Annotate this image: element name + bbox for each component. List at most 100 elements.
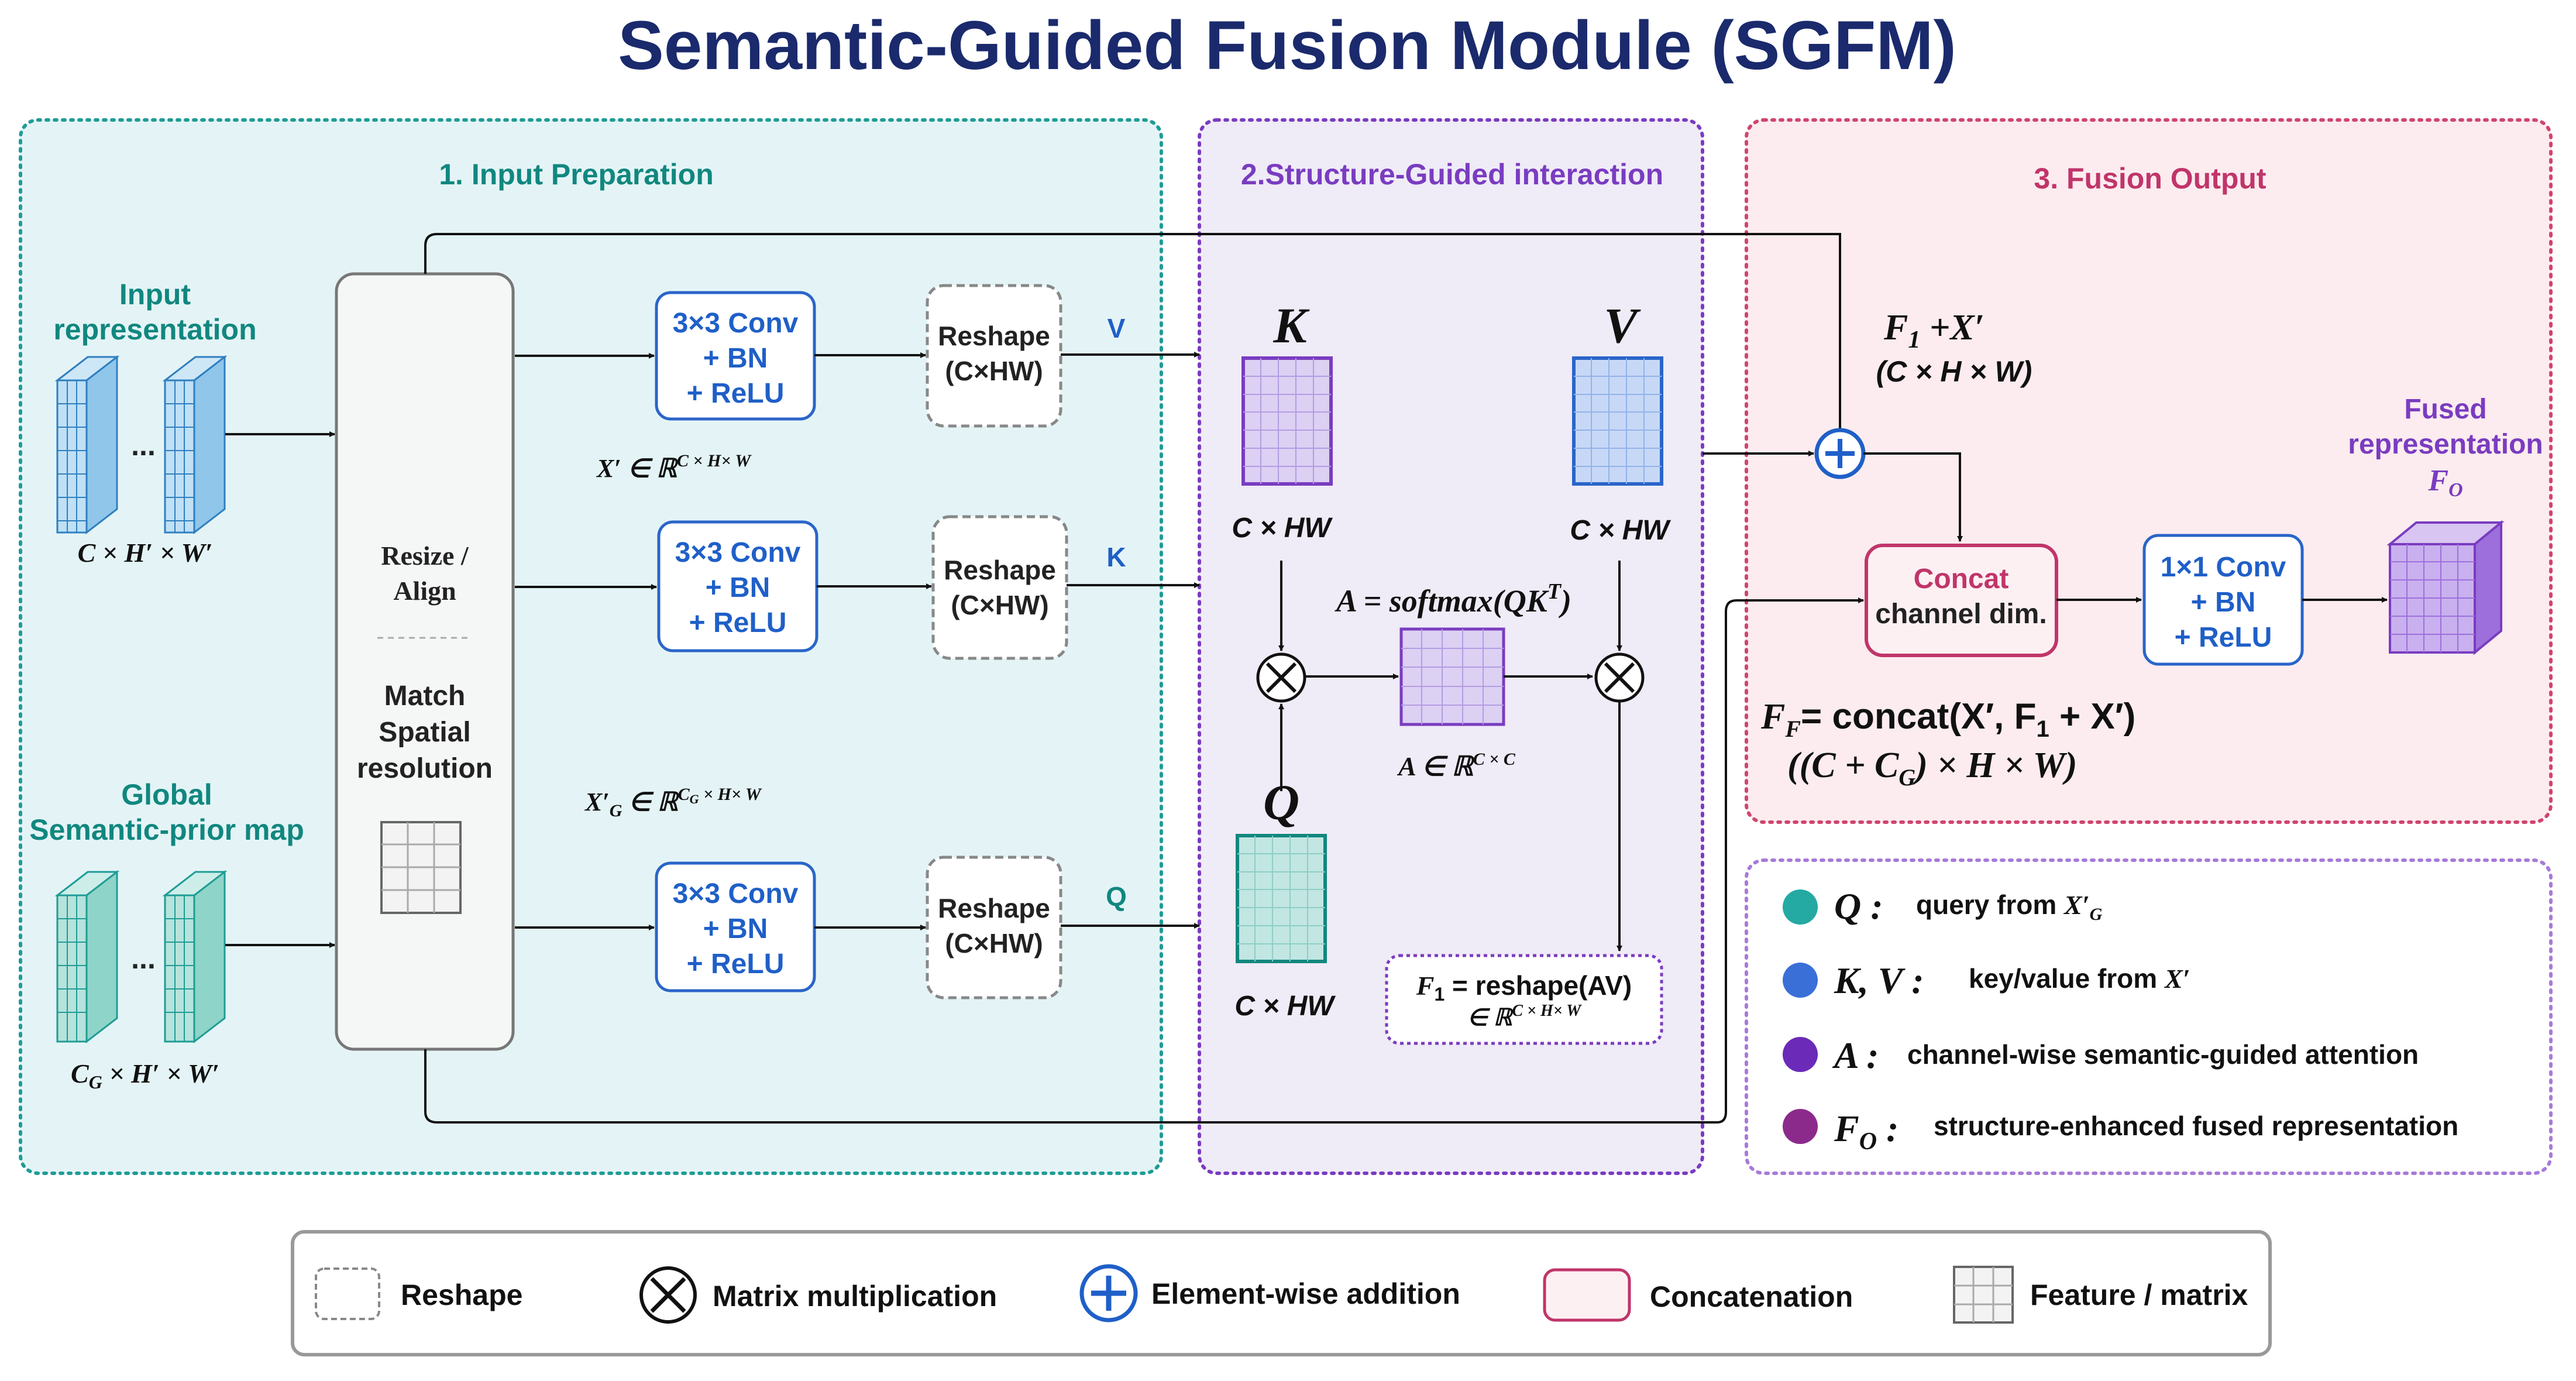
add-operator [1814, 428, 1866, 479]
input-feature-stack-1 [54, 355, 120, 535]
global-feature-stack-1 [54, 870, 120, 1044]
input-ellipsis: ... [131, 429, 156, 462]
k-matrix [1241, 356, 1333, 486]
diagram-title: Semantic-Guided Fusion Module (SGFM) [618, 7, 1956, 84]
global-label-line1: Global [121, 778, 212, 811]
attention-matrix [1399, 627, 1505, 726]
global-ellipsis: ... [131, 942, 156, 975]
svg-text:+ BN: + BN [703, 343, 768, 374]
sum-label: F1 +X′ [1883, 308, 1985, 353]
v-matrix-symbol: V [1604, 297, 1641, 353]
resize-label-line1: Resize / [381, 541, 469, 571]
input-rep-label-line2: representation [53, 313, 256, 346]
section-title-input-preparation: 1. Input Preparation [439, 158, 714, 191]
conv1x1-line3: + ReLU [2175, 622, 2272, 653]
fused-symbol: FO [2427, 464, 2462, 501]
f1-formula: F1 = reshape(AV) [1416, 970, 1632, 1005]
legend-add: Element-wise addition [1079, 1264, 1460, 1322]
svg-text:Matrix multiplication: Matrix multiplication [713, 1280, 997, 1313]
note-row-kv: K, V : key/value from X′ [1783, 960, 2190, 1001]
svg-text:+ ReLU: + ReLU [687, 378, 785, 409]
legend-reshape: Reshape [315, 1267, 522, 1320]
v-matrix [1572, 356, 1663, 486]
svg-text:Element-wise addition: Element-wise addition [1151, 1277, 1460, 1310]
svg-text:query from X′G: query from X′G [1916, 889, 2103, 924]
svg-text:(C×HW): (C×HW) [945, 356, 1043, 386]
f1-result-box [1385, 954, 1663, 1045]
svg-text:K, V :: K, V : [1834, 960, 1924, 1001]
svg-text:(C×HW): (C×HW) [951, 590, 1048, 620]
resize-grid-icon [380, 821, 462, 914]
conv1x1-line1: 1×1 Conv [2161, 552, 2286, 583]
concat-label-line1: Concat [1914, 564, 2009, 595]
fused-cube [2386, 520, 2505, 655]
svg-text:(C×HW): (C×HW) [945, 928, 1043, 959]
conv1x1-line2: + BN [2191, 587, 2256, 618]
note-row-fo: FO : structure-enhanced fused representa… [1783, 1108, 2458, 1155]
svg-text:+ ReLU: + ReLU [687, 949, 785, 980]
x-prime-label: X′ ∈ ℝC × H× W [596, 451, 752, 483]
input-rep-label-line1: Input [119, 278, 191, 311]
v-output-label: V [1108, 313, 1126, 343]
svg-text:+ BN: + BN [706, 572, 771, 603]
skip-line-input-to-add [424, 233, 1843, 437]
svg-text:Feature / matrix: Feature / matrix [2030, 1279, 2248, 1311]
legend-box [291, 1230, 2272, 1356]
svg-text:Reshape: Reshape [938, 893, 1050, 923]
global-dims: CG × H′ × W′ [71, 1059, 219, 1093]
notes-panel [1745, 858, 2553, 1175]
q-output-label: Q [1106, 881, 1127, 912]
section-input-preparation [19, 118, 1163, 1175]
note-row-q: Q : query from X′G [1783, 885, 2103, 927]
input-dims: C × H′ × W′ [78, 538, 213, 568]
svg-text:key/value from X′: key/value from X′ [1969, 963, 2190, 994]
svg-text:3×3 Conv: 3×3 Conv [673, 878, 799, 909]
note-row-a: A : channel-wise semantic-guided attenti… [1783, 1035, 2419, 1076]
matmul-operator-1 [1256, 652, 1306, 703]
global-feature-stack-2 [162, 870, 228, 1044]
arrow-add-to-concat [1863, 452, 1963, 542]
svg-text:+ ReLU: + ReLU [689, 607, 787, 638]
k-output-label: K [1106, 542, 1126, 572]
svg-text:Q :: Q : [1834, 885, 1883, 927]
concat-label-line2: channel dim. [1875, 599, 2047, 630]
input-feature-stack-2 [162, 355, 228, 535]
section-title-fusion-output: 3. Fusion Output [2034, 162, 2267, 195]
match-label-line2: Spatial [379, 717, 470, 748]
svg-text:3×3 Conv: 3×3 Conv [673, 308, 799, 339]
matmul-operator-2 [1594, 652, 1645, 703]
svg-text:channel-wise semantic-guided a: channel-wise semantic-guided attention [1907, 1039, 2419, 1070]
global-label-line2: Semantic-prior map [29, 813, 304, 846]
k-matrix-symbol: K [1272, 297, 1310, 353]
svg-text:3×3 Conv: 3×3 Conv [675, 537, 801, 568]
svg-text:FO :: FO : [1834, 1108, 1899, 1155]
q-matrix [1236, 834, 1327, 963]
resize-align-block [335, 272, 515, 1051]
conv-block-k: 3×3 Conv + BN + ReLU [657, 520, 818, 652]
q-matrix-dims: C × HW [1234, 991, 1336, 1022]
f1-dims: ∈ ℝC × H× W [1467, 1002, 1582, 1030]
reshape-block-v: Reshape (C×HW) [926, 284, 1062, 428]
reshape-block-q: Reshape (C×HW) [926, 856, 1062, 999]
conv-block-q: 3×3 Conv + BN + ReLU [655, 861, 816, 992]
legend-matmul: Matrix multiplication [639, 1266, 997, 1324]
attention-formula: A = softmax(QKT) [1335, 579, 1571, 619]
conv-block-v: 3×3 Conv + BN + ReLU [655, 291, 816, 421]
legend-concat: Concatenation [1543, 1268, 1853, 1322]
concat-formula: FF= concat(X′, F1 + X′) [1760, 696, 2135, 742]
svg-text:Reshape: Reshape [938, 321, 1050, 351]
k-matrix-dims: C × HW [1232, 513, 1333, 544]
svg-text:+ BN: + BN [703, 913, 768, 944]
fused-label-line1: Fused [2404, 394, 2486, 425]
xg-prime-label: X′G ∈ ℝCG × H× W [584, 785, 762, 820]
svg-text:structure-enhanced fused repre: structure-enhanced fused representation [1934, 1111, 2458, 1141]
svg-text:Reshape: Reshape [401, 1279, 522, 1311]
resize-label-line2: Align [393, 576, 456, 606]
legend-feature: Feature / matrix [1953, 1266, 2248, 1324]
q-matrix-symbol: Q [1263, 774, 1299, 830]
reshape-block-k: Reshape (C×HW) [931, 515, 1068, 660]
concat-formula-dims: ((C + CG) × H × W) [1787, 746, 2077, 791]
section-title-structure-guided: 2.Structure-Guided interaction [1241, 158, 1663, 191]
sum-dims: (C × H × W) [1876, 355, 2032, 388]
